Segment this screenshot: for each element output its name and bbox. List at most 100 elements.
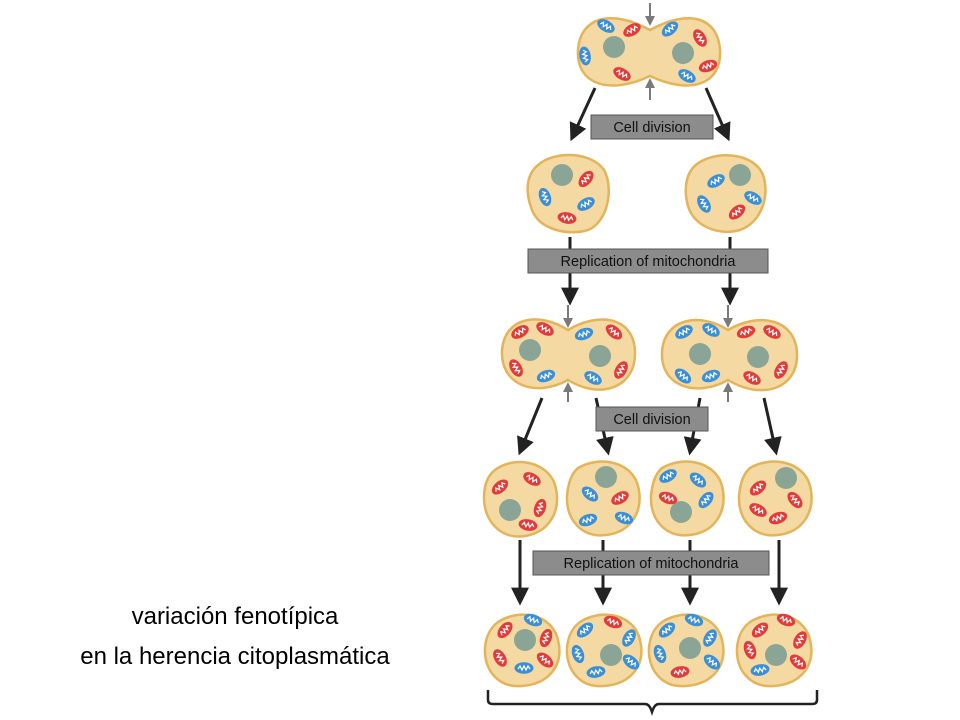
nucleus [603, 36, 625, 58]
mitochondrion-red [518, 519, 538, 531]
step-label-cell-division-1: Cell division [590, 114, 714, 140]
mitochondrion-blue [750, 664, 770, 676]
nucleus [514, 629, 536, 651]
mitochondrion-blue [523, 613, 543, 627]
cell-membrane [500, 318, 637, 391]
svg-text:Replication of mitochondria: Replication of mitochondria [564, 556, 740, 572]
granddaughter-cell-4 [737, 460, 813, 537]
nucleus [670, 501, 692, 523]
mitochondrion-blue [674, 368, 692, 384]
mitochondrion-red [523, 472, 541, 486]
granddaughter-cell-2 [565, 460, 641, 537]
step-label-replication-2: Replication of mitochondria [532, 550, 770, 576]
dividing-cell-right [660, 305, 799, 402]
grouping-bracket [486, 690, 819, 716]
mitochondrion-blue [658, 622, 676, 638]
mitochondrion-blue [514, 662, 534, 674]
mitochondrion-red [743, 640, 757, 660]
mitochondrion-red [536, 322, 554, 336]
mitochondrion-blue [744, 191, 762, 205]
mitochondrion-red [493, 649, 507, 667]
mitochondrion-blue [697, 195, 711, 213]
mitochondrion-blue [538, 187, 552, 207]
mitochondrion-blue [622, 654, 640, 670]
mitochondrion-red [768, 511, 788, 525]
mitochondrion-red [698, 59, 718, 73]
mitochondrion-blue [653, 644, 667, 664]
mitochondrion-red [623, 23, 641, 37]
mitochondrion-blue [614, 511, 634, 525]
mitochondrion-blue [675, 325, 693, 339]
nucleus [499, 499, 521, 521]
dividing-cell-left [500, 305, 637, 402]
mitochondrion-blue [581, 486, 599, 502]
mitochondrion-red [614, 361, 628, 379]
mitochondrion-red [736, 325, 756, 339]
mitochondrion-blue [586, 666, 606, 678]
nucleus [729, 164, 751, 186]
mitochondrion-red [509, 359, 523, 377]
cell-membrane [660, 318, 799, 392]
mitochondrion-red [578, 170, 594, 188]
nucleus [775, 467, 797, 489]
mitochondrion-red [749, 503, 767, 517]
nucleus [595, 466, 617, 488]
cell-membrane [576, 16, 722, 87]
mitochondrion-blue [702, 323, 720, 337]
mitochondrion-red [751, 622, 769, 638]
mitochondrion-blue [698, 491, 714, 509]
mitochondrion-red [670, 666, 690, 678]
mitochondrion-red [605, 324, 623, 340]
nucleus [672, 42, 694, 64]
mitochondrion-blue [622, 629, 636, 647]
mitochondrion-red [491, 479, 509, 495]
mitochondrion-red [536, 652, 554, 668]
caption-line-2: en la herencia citoplasmática [80, 643, 390, 670]
nucleus [600, 644, 622, 666]
parent-dividing-cell [576, 3, 722, 100]
mitochondrion-blue [578, 513, 598, 527]
svg-text:Cell division: Cell division [613, 120, 690, 136]
mitochondrion-blue [684, 613, 704, 627]
svg-text:Cell division: Cell division [613, 412, 690, 428]
mitochondrion-blue [579, 46, 591, 66]
mitochondria-layer [491, 19, 807, 678]
nucleus [689, 343, 711, 365]
mitochondrion-red [774, 361, 788, 379]
step-label-cell-division-2: Cell division [595, 406, 709, 432]
nucleus [765, 644, 787, 666]
nucleus [551, 164, 573, 186]
nucleus [747, 346, 769, 368]
mitochondrion-blue [571, 644, 585, 664]
mitochondrion-red [693, 29, 707, 47]
svg-text:Replication of mitochondria: Replication of mitochondria [561, 254, 737, 270]
caption-line-1: variación fenotípica [131, 603, 339, 630]
mitochondrion-red [776, 613, 796, 627]
mitochondrion-red [557, 212, 577, 224]
mitochondrion-red [658, 491, 678, 505]
mitochondrion-blue [701, 369, 721, 383]
mitochondrion-blue [703, 629, 717, 647]
mitochondrion-blue [659, 469, 677, 483]
mitochondrion-red [497, 621, 513, 639]
mitochondrion-red [793, 631, 807, 649]
mitochondrion-blue [707, 174, 725, 188]
mitochondrion-red [613, 67, 631, 81]
mitochondrion-red [728, 204, 746, 220]
nucleus [519, 339, 541, 361]
mitochondrion-red [763, 325, 781, 339]
mitochondrion-blue [597, 19, 615, 33]
mitochondrion-red [603, 615, 623, 629]
nucleus [679, 637, 701, 659]
mitochondrion-red [539, 628, 553, 648]
mitochondrion-blue [678, 69, 696, 83]
step-label-replication-1: Replication of mitochondria [527, 248, 769, 274]
mitochondrion-red [749, 480, 767, 496]
mitochondrion-blue [576, 622, 594, 638]
mitochondrion-blue [689, 472, 707, 488]
mitochondrion-blue [703, 654, 721, 670]
nucleus [589, 345, 611, 367]
mitochondrion-red [533, 498, 547, 518]
mitochondrion-red [511, 325, 529, 339]
